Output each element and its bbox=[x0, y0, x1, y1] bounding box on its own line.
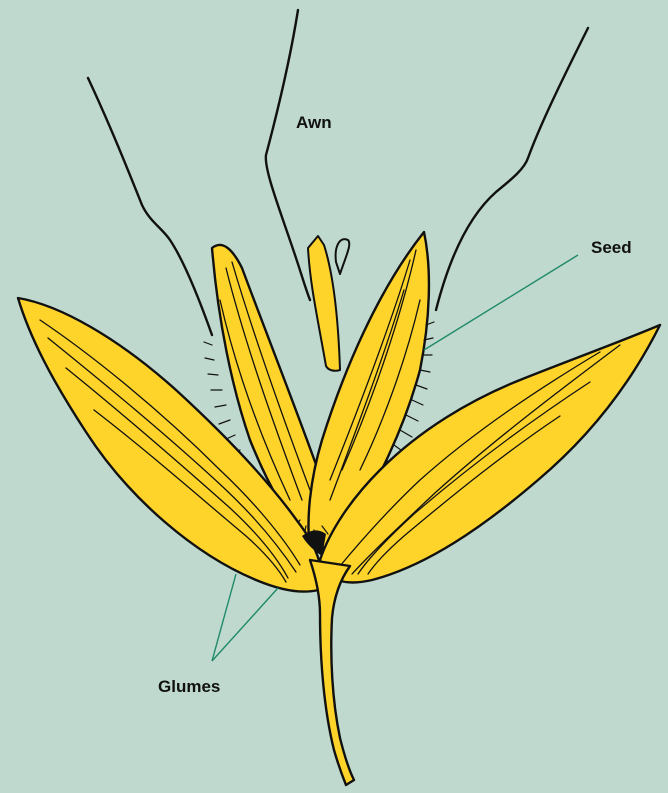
glumes-label: Glumes bbox=[158, 677, 220, 697]
small-floret-stamen bbox=[336, 239, 350, 274]
left-awn bbox=[88, 78, 212, 335]
stem bbox=[310, 560, 354, 785]
awn-label: Awn bbox=[296, 113, 332, 133]
center-awn bbox=[266, 10, 310, 300]
seed-label: Seed bbox=[591, 238, 632, 258]
right-awn bbox=[436, 28, 588, 310]
seed-leader-line bbox=[424, 255, 578, 350]
